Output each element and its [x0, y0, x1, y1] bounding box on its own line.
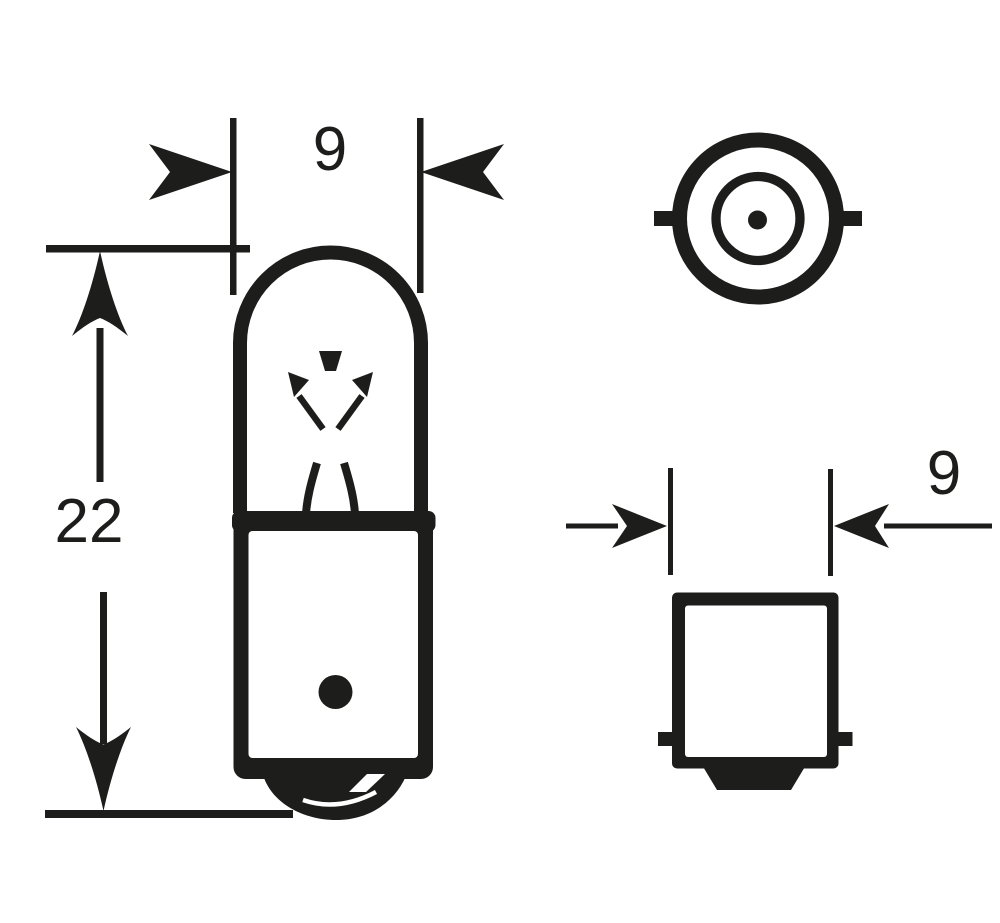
- dim-line-upper: [96, 328, 104, 482]
- bayonet-pin-right: [837, 732, 853, 746]
- extension-line-top: [46, 245, 250, 253]
- side-view: [232, 245, 436, 820]
- arrowhead-left-icon: [421, 144, 504, 200]
- bayonet-pin-right: [840, 211, 862, 226]
- extension-line-right: [417, 118, 424, 293]
- arrowhead-up-icon: [72, 251, 128, 336]
- glass-envelope: [233, 245, 428, 513]
- support-wire-right-tip: [352, 372, 373, 397]
- bayonet-pin-dot: [318, 675, 353, 709]
- center-contact-dot: [748, 210, 767, 230]
- leader-line-left: [566, 523, 618, 529]
- contact-highlight: [349, 774, 385, 792]
- dim-label-base-diameter: 9: [927, 439, 961, 508]
- filament-coil: [302, 431, 359, 460]
- extension-line-bottom: [45, 810, 293, 818]
- arrowhead-right-icon: [612, 504, 667, 548]
- leader-line-right: [884, 523, 992, 529]
- base-view: [658, 592, 853, 790]
- extension-line-left: [230, 118, 237, 295]
- bottom-contact: [702, 765, 806, 790]
- dim-label-overall-length: 22: [55, 487, 124, 556]
- dim-base-diameter: 9: [566, 439, 992, 576]
- arrowhead-right-icon: [149, 144, 232, 200]
- dim-bulb-diameter: 9: [149, 115, 504, 295]
- base-shell-face: [685, 605, 827, 757]
- top-view: [654, 132, 862, 305]
- glass-inner-ring: [711, 171, 805, 266]
- support-wire-left: [296, 394, 326, 431]
- exhaust-tip: [319, 351, 342, 371]
- stem-left: [302, 461, 321, 515]
- extension-line-right: [828, 469, 833, 576]
- support-wire-left-tip: [288, 372, 309, 397]
- base-outer-ring: [672, 132, 844, 305]
- base-shell-face: [248, 531, 418, 758]
- arrowhead-left-icon: [834, 504, 889, 548]
- dim-line-lower: [100, 592, 107, 744]
- bayonet-pin-left: [658, 732, 673, 746]
- dim-overall-length: 22: [45, 245, 293, 818]
- support-wire-right: [335, 394, 365, 431]
- extension-line-left: [668, 468, 673, 575]
- contact-rim-highlight: [302, 790, 378, 807]
- bayonet-pin-left: [654, 211, 676, 226]
- arrowhead-down-icon: [76, 727, 131, 811]
- dim-label-bulb-diameter: 9: [313, 115, 347, 184]
- stem-right: [340, 461, 359, 515]
